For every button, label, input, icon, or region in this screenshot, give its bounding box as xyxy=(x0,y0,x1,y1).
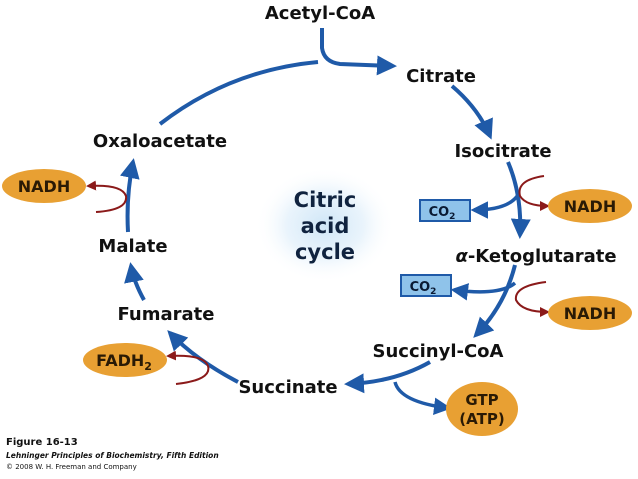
center-glow xyxy=(255,167,395,283)
arrow-succinate-to-fumarate xyxy=(167,330,239,384)
oxaloacetate-label: Oxaloacetate xyxy=(93,131,227,152)
atp-label: (ATP) xyxy=(459,410,504,428)
alpha-symbol: α xyxy=(455,246,468,267)
fadh2-base: FADH xyxy=(96,351,144,370)
acetyl-coa-entry-arrow xyxy=(320,28,397,76)
fumarate-label: Fumarate xyxy=(118,304,215,325)
succinyl-coa-label: Succinyl-CoA xyxy=(373,341,504,362)
nadh-arrow-ketoglutarate xyxy=(514,281,550,317)
center-label-line-3: cycle xyxy=(295,240,355,264)
arrow-succinyl-coa-to-succinate xyxy=(344,360,431,394)
co2-release-arrow-2 xyxy=(450,281,517,301)
copyright-notice: © 2008 W. H. Freeman and Company xyxy=(6,463,137,471)
fadh2-subscript: 2 xyxy=(144,360,152,373)
nadh-oval-malate xyxy=(2,169,86,203)
center-label-line-2: acid xyxy=(301,214,350,238)
isocitrate-label: Isocitrate xyxy=(454,141,551,162)
succinate-label: Succinate xyxy=(238,377,337,398)
co2-release-arrow-1 xyxy=(470,193,520,219)
co2-2-base: CO xyxy=(410,280,431,295)
nadh-arrow-isocitrate xyxy=(518,175,550,211)
gtp-release-arrow xyxy=(393,381,452,415)
co2-1-subscript: 2 xyxy=(449,212,455,222)
co2-label-1: CO2 xyxy=(429,205,456,222)
acetyl-coa-label: Acetyl-CoA xyxy=(265,3,375,24)
nadh-isocitrate-label: NADH xyxy=(564,197,616,216)
arrow-ketoglutarate-to-succinyl-coa xyxy=(473,264,517,338)
arrow-oxaloacetate-to-citrate xyxy=(158,60,319,126)
malate-label: Malate xyxy=(98,236,167,257)
arrow-citrate-to-isocitrate xyxy=(450,84,493,140)
nadh-arrow-malate xyxy=(86,180,128,213)
ketoglutarate-text: -Ketoglutarate xyxy=(468,246,617,267)
fadh2-arrow xyxy=(166,350,210,385)
gtp-atp-oval xyxy=(446,382,518,436)
fadh2-label: FADH2 xyxy=(96,351,152,373)
co2-box-1 xyxy=(419,199,471,222)
book-title: Lehninger Principles of Biochemistry, Fi… xyxy=(6,451,219,460)
nadh-oval-ketoglutarate xyxy=(548,296,632,330)
nadh-oval-isocitrate xyxy=(548,189,632,223)
fadh2-oval xyxy=(83,343,167,377)
co2-2-subscript: 2 xyxy=(430,287,436,297)
co2-1-base: CO xyxy=(429,205,450,220)
arrow-malate-to-oxaloacetate xyxy=(119,158,140,233)
co2-box-2 xyxy=(400,274,452,297)
arrow-fumarate-to-malate xyxy=(124,262,146,301)
co2-label-2: CO2 xyxy=(410,280,437,297)
citrate-label: Citrate xyxy=(406,66,476,87)
gtp-label: GTP xyxy=(465,391,498,409)
alpha-ketoglutarate-label: α-Ketoglutarate xyxy=(455,246,616,267)
center-label-line-1: Citric xyxy=(294,188,357,212)
nadh-ketoglutarate-label: NADH xyxy=(564,304,616,323)
figure-number: Figure 16-13 xyxy=(6,437,78,448)
nadh-malate-label: NADH xyxy=(18,177,70,196)
